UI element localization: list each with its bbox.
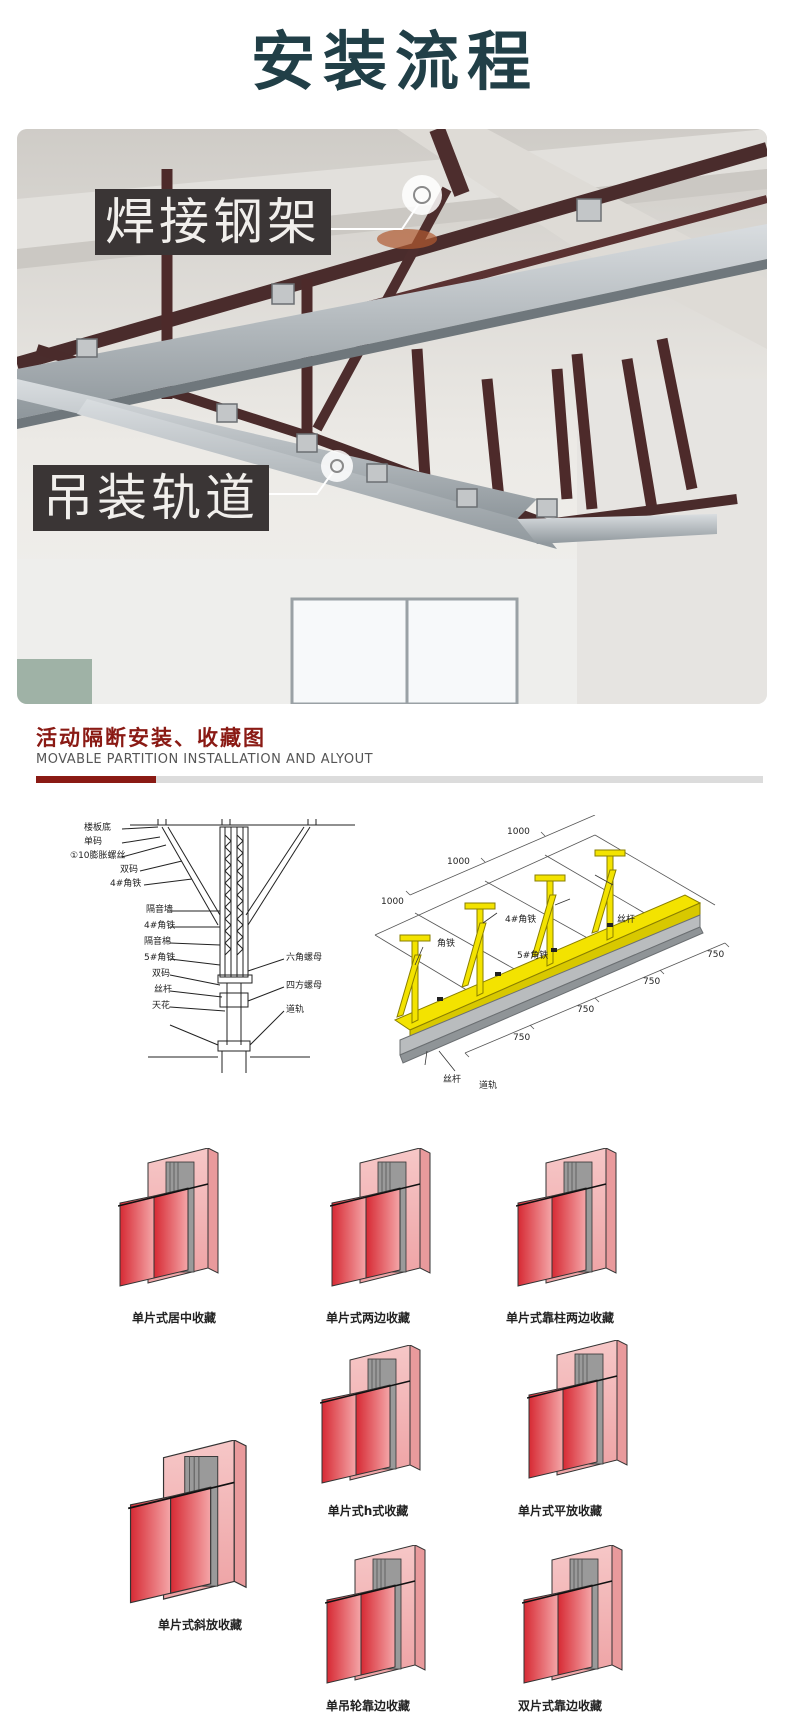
label-double-clip-b: 双码 (152, 969, 171, 979)
dim-top-2: 1000 (447, 857, 470, 867)
storage-illustration-2 (329, 1147, 440, 1292)
label-track: 道轨 (286, 1005, 305, 1015)
cross-section-diagram: 楼板底 单码 ①10膨胀螺丝 双码 4#角铁 隔音墙 4#角铁 隔音棉 5#角铁… (70, 815, 370, 1085)
storage-caption-5: 单片式平放收藏 (517, 1504, 602, 1518)
storage-caption-7: 单吊轮靠边收藏 (325, 1699, 410, 1713)
label-angle-4: 4#角铁 (110, 879, 142, 889)
weld-steel-frame-label: 焊接钢架 (95, 189, 331, 255)
cross-section-drawing (121, 819, 355, 1073)
section-heading: 活动隔断安装、收藏图 MOVABLE PARTITION INSTALLATIO… (36, 724, 373, 768)
section-title-cn: 活动隔断安装、收藏图 (36, 726, 266, 750)
label-double-clip: 双码 (120, 865, 139, 875)
label-expansion-bolt: ①10膨胀螺丝 (70, 851, 126, 861)
dim-bottom-1: 750 (707, 950, 725, 960)
label-iso-rod-bottom: 丝杆 (443, 1075, 462, 1085)
storage-illustration-8 (521, 1544, 632, 1689)
label-square-nut: 四方螺母 (286, 981, 323, 991)
label-angle-4b: 4#角铁 (144, 921, 176, 931)
storage-illustration-4 (319, 1344, 430, 1489)
dim-bottom-2: 750 (643, 977, 661, 987)
label-iso-angle5: 5#角铁 (517, 951, 549, 961)
storage-caption-1: 单片式居中收藏 (131, 1311, 216, 1325)
label-iso-rod: 丝杆 (617, 915, 636, 925)
ceiling-steel-frame-illustration (17, 129, 767, 704)
section-title-en: MOVABLE PARTITION INSTALLATION AND ALYOU… (36, 752, 374, 767)
dim-bottom-3: 750 (577, 1005, 595, 1015)
label-ceiling: 天花 (152, 1001, 171, 1011)
page-title: 安装流程 (251, 26, 539, 100)
section-divider (36, 776, 763, 783)
label-floor-slab: 楼板底 (84, 823, 112, 833)
label-sound-cotton: 隔音棉 (144, 937, 172, 947)
storage-caption-3: 单片式靠柱两边收藏 (505, 1311, 614, 1325)
storage-illustration-1 (117, 1147, 228, 1292)
installation-photo: 焊接钢架 吊装轨道 (17, 129, 767, 704)
storage-illustration-5 (526, 1339, 637, 1484)
label-rod: 丝杆 (154, 985, 173, 995)
storage-caption-6: 单片式斜放收藏 (157, 1618, 242, 1632)
label-angle-5: 5#角铁 (144, 953, 176, 963)
isometric-frame-diagram: 1000 1000 1000 750 750 750 750 角铁 4#角铁 5… (355, 810, 765, 1100)
storage-caption-2: 单片式两边收藏 (325, 1311, 410, 1325)
hoist-rail-label: 吊装轨道 (33, 465, 269, 531)
dim-top-3: 1000 (381, 897, 404, 907)
isometric-frame-drawing (374, 810, 730, 1072)
label-sound-wall: 隔音墙 (146, 905, 174, 915)
label-hex-nut: 六角螺母 (286, 953, 323, 963)
storage-illustration-7 (324, 1544, 435, 1689)
label-iso-angle4: 4#角铁 (505, 915, 537, 925)
dim-bottom-4: 750 (513, 1033, 531, 1043)
label-iso-angle: 角铁 (437, 939, 456, 949)
label-single-clip: 单码 (84, 837, 103, 847)
dim-top-1: 1000 (507, 827, 530, 837)
storage-illustration-6 (118, 1439, 268, 1609)
storage-caption-4: 单片式h式收藏 (327, 1504, 409, 1518)
storage-illustration-3 (515, 1147, 626, 1292)
label-iso-rail: 道轨 (479, 1081, 498, 1091)
storage-caption-8: 双片式靠边收藏 (517, 1699, 602, 1713)
